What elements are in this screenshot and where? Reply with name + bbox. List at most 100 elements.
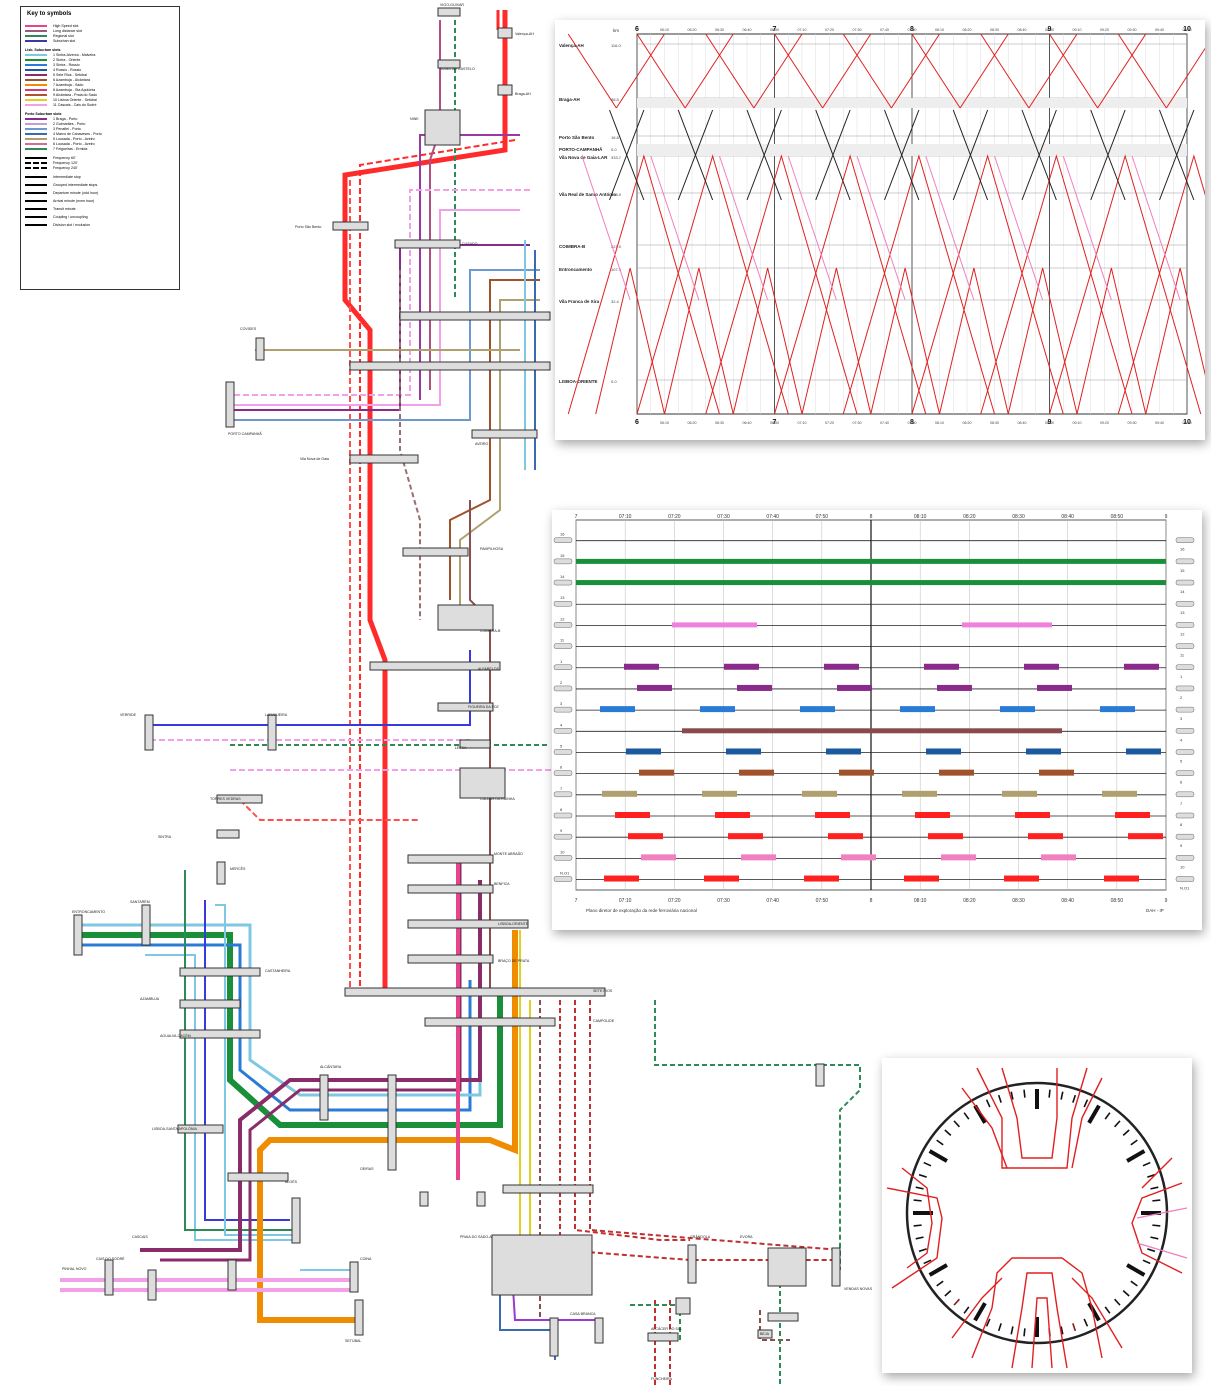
station-label: SETÚBAL (345, 1338, 361, 1343)
station-label: PORTO CAMPANHÃ (228, 431, 262, 436)
station-marker (320, 1075, 328, 1120)
track-tag (1176, 580, 1194, 585)
legend-label: Coupling / uncoupling (53, 215, 88, 219)
legend-swatch (25, 224, 47, 226)
station-marker (438, 8, 460, 16)
hour-label: 6 (635, 26, 639, 33)
track-number: 4 (560, 722, 563, 727)
legend-label: Division slot / exclusion (53, 223, 90, 227)
station-label: COIMBRA-B (480, 629, 501, 633)
occupation-bar (924, 664, 959, 670)
label-gutter (555, 20, 637, 440)
legend-swatch (25, 84, 47, 86)
station-marker (408, 955, 493, 963)
track-tag (1176, 771, 1194, 776)
legend-symbol: Transit minute (25, 206, 76, 212)
occupation-bar (1102, 791, 1137, 797)
station-marker (477, 1192, 485, 1206)
occupation-bar (839, 770, 874, 776)
legend-label: Transit minute (53, 207, 76, 211)
route-line (205, 900, 290, 1220)
track-number: 1 (560, 659, 563, 664)
time-label: 8 (870, 514, 873, 520)
station-label: ALFARELOS (478, 667, 500, 671)
legend-label: Intermediate stop (53, 175, 81, 179)
track-tag (554, 834, 572, 839)
occupation-bar (1028, 833, 1063, 839)
station-marker (420, 1192, 428, 1206)
occupation-bar (962, 622, 1052, 627)
track-tag (554, 728, 572, 733)
station-label: FUNCHEIRA (651, 1377, 673, 1381)
minute-label: 08:50 (1045, 421, 1054, 425)
station-marker (350, 455, 418, 463)
track-tag (554, 771, 572, 776)
station-marker (460, 768, 505, 798)
station-marker (256, 338, 264, 360)
station-marker (438, 605, 493, 630)
station-marker (142, 905, 150, 945)
track-number: 14 (1180, 589, 1185, 594)
track-tag (1176, 707, 1194, 712)
station-marker (425, 1018, 555, 1026)
station-marker (768, 1313, 798, 1321)
station-km: 0.0 (611, 147, 617, 152)
time-label: 07:30 (717, 514, 730, 520)
minute-label: 09:50 (1183, 421, 1192, 425)
station-marker (472, 430, 537, 438)
route-line (430, 20, 440, 390)
occupation-bar (1024, 664, 1059, 670)
station-label: COINA (360, 1257, 372, 1261)
time-label: 08:30 (1012, 514, 1025, 520)
occupation-bar (1115, 812, 1150, 818)
station-label: SETE RIOS (593, 989, 613, 993)
station-marker (148, 1270, 156, 1300)
time-label: 08:10 (914, 514, 927, 520)
legend-swatch (25, 192, 47, 194)
station-marker (503, 1185, 593, 1193)
occupation-bar (624, 664, 659, 670)
track-tag (554, 792, 572, 797)
legend-label: Suburban slot (53, 39, 75, 43)
minute-label: 07:30 (853, 28, 862, 32)
minute-label: 06:10 (660, 421, 669, 425)
minute-label: 06:50 (770, 28, 779, 32)
legend-label: Departure minute (odd hour) (53, 191, 98, 195)
station-marker (648, 1333, 678, 1341)
legend-swatch (25, 216, 47, 218)
occupation-footer: Plano diretor de exploração da rede ferr… (586, 908, 697, 913)
track-number: 12 (1180, 631, 1185, 636)
track-tag (1176, 559, 1194, 564)
track-number: 11 (1180, 653, 1185, 658)
minute-label: 06:30 (715, 28, 724, 32)
track-tag (554, 580, 572, 585)
track-number: 7 (560, 786, 563, 791)
station-label: LISBOA-SANTA APOLÓNIA (152, 1126, 197, 1131)
legend-swatch (25, 143, 47, 145)
station-label: LEIRIA (455, 746, 467, 750)
occupation-bar (672, 622, 757, 627)
track-number: 8 (560, 807, 563, 812)
legend-swatch (25, 25, 47, 27)
occupation-bar (1039, 770, 1074, 776)
legend-swatch (25, 89, 47, 91)
station-label: CAMPOLIDE (593, 1019, 615, 1023)
legend-swatch (25, 208, 47, 210)
station-label: TORRES VEDRAS (210, 797, 241, 801)
station-km: 0.0 (611, 379, 617, 384)
station-name: COIMBRA-B (559, 244, 586, 249)
station-label: GRÂNDOLA (690, 1235, 711, 1239)
legend-swatch (25, 184, 47, 186)
legend-symbol: Departure minute (odd hour) (25, 190, 98, 196)
legend-panel: Key to symbols High Speed slotLong dista… (20, 6, 180, 290)
station-label: ALCÁCER DO SAL (651, 1327, 682, 1331)
km-header: km (613, 28, 619, 33)
minute-label: 07:10 (798, 28, 807, 32)
station-marker (816, 1064, 824, 1086)
occupation-bar (637, 685, 672, 691)
track-tag (554, 601, 572, 606)
legend-swatch (25, 118, 47, 120)
station-label: CASCAIS (132, 1235, 148, 1239)
station-label: AZAMBUJA (140, 997, 160, 1001)
